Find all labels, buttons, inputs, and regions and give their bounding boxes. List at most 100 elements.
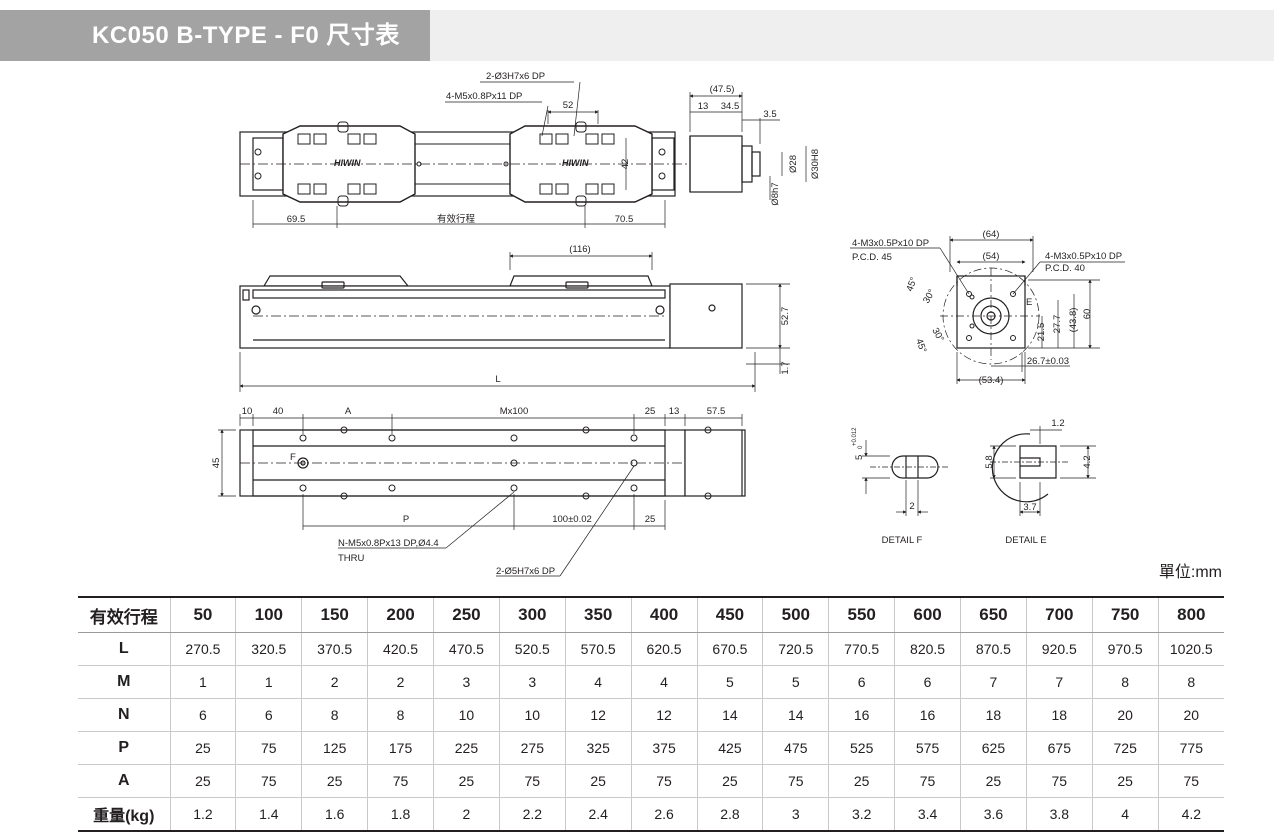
table-cell: 8 — [1091, 665, 1159, 699]
table-cell: 1 — [169, 665, 236, 699]
side-view — [239, 252, 790, 392]
callout-tap-top: 4-M5x0.8Px11 DP — [446, 91, 522, 102]
table-cell: 14 — [762, 698, 829, 732]
table-cell: 7 — [1025, 665, 1093, 699]
table-cell: 670.5 — [696, 632, 763, 666]
dim-5: 5 — [854, 455, 865, 460]
table-header-stroke: 50 — [169, 596, 236, 633]
table-cell: 75 — [1025, 764, 1093, 798]
table-cell: 725 — [1091, 731, 1159, 765]
table-cell: 2.2 — [498, 797, 566, 832]
table-header-stroke: 450 — [696, 596, 763, 633]
table-cell: 125 — [301, 731, 368, 765]
table-cell: 18 — [960, 698, 1027, 732]
table-cell: 920.5 — [1025, 632, 1093, 666]
top-view — [239, 81, 807, 228]
table-cell: 470.5 — [433, 632, 500, 666]
row-label: 重量(kg) — [78, 797, 170, 832]
dim-53-4: (53.4) — [979, 375, 1004, 386]
dim-60: 60 — [1082, 309, 1093, 320]
dim-43-8: (43.8) — [1068, 308, 1079, 333]
table-cell: 8 — [1157, 665, 1224, 699]
row-label: P — [78, 731, 170, 765]
table-cell: 16 — [828, 698, 895, 732]
bottom-view — [218, 414, 746, 577]
table-header-stroke: 600 — [894, 596, 961, 633]
dim-100: 100±0.02 — [552, 514, 592, 525]
callout-end-right-1: 4-M3x0.5Px10 DP — [1045, 251, 1122, 262]
table-cell: 575 — [894, 731, 961, 765]
table-cell: 25 — [960, 764, 1027, 798]
dim-25-bottom: 25 — [645, 514, 656, 525]
detail-e — [990, 426, 1096, 516]
row-label: N — [78, 698, 170, 732]
table-header-stroke: 150 — [301, 596, 368, 633]
table-header-stroke: 400 — [630, 596, 697, 633]
table-cell: 12 — [630, 698, 697, 732]
angle-30-top: 30° — [921, 287, 938, 305]
table-cell: 2 — [301, 665, 368, 699]
table-cell: 2 — [367, 665, 434, 699]
page-title: KC050 B-TYPE - F0 尺寸表 — [0, 10, 430, 61]
dim-10: 10 — [242, 406, 253, 417]
dim-21-5: 21.5 — [1036, 323, 1047, 342]
table-cell: 570.5 — [564, 632, 632, 666]
callout-pin-bottom: 2-Ø5H7x6 DP — [496, 566, 555, 577]
table-cell: 520.5 — [498, 632, 566, 666]
table-cell: 4 — [1091, 797, 1159, 832]
dim-70-5: 70.5 — [615, 214, 634, 225]
dim-34-5: 34.5 — [721, 101, 740, 112]
dim-64: (64) — [983, 229, 1000, 240]
dim-Mx100: Mx100 — [500, 406, 529, 417]
dim-5-8: 5.8 — [984, 455, 995, 468]
table-header-stroke: 350 — [564, 596, 632, 633]
table-cell: 6 — [894, 665, 961, 699]
callout-end-right-2: P.C.D. 40 — [1045, 263, 1085, 274]
table-cell: 18 — [1025, 698, 1093, 732]
dim-1-2: 1.2 — [1051, 418, 1064, 429]
dim-dia-30h8: Ø30H8 — [810, 149, 821, 179]
table-cell: 3.4 — [894, 797, 961, 832]
table-cell: 25 — [169, 764, 236, 798]
table-cell: 25 — [564, 764, 632, 798]
table-cell: 25 — [828, 764, 895, 798]
table-cell: 3 — [762, 797, 829, 832]
table-cell: 620.5 — [630, 632, 697, 666]
table-cell: 20 — [1157, 698, 1224, 732]
dim-3-5: 3.5 — [763, 109, 776, 120]
caption-detail-e: DETAIL E — [1005, 535, 1046, 546]
table-header-label: 有效行程 — [78, 596, 170, 633]
table-cell: 4 — [630, 665, 697, 699]
table-cell: 75 — [498, 764, 566, 798]
table-cell: 770.5 — [828, 632, 895, 666]
table-cell: 270.5 — [169, 632, 236, 666]
table-cell: 1020.5 — [1157, 632, 1224, 666]
tol-upper: +0.012 — [852, 427, 858, 446]
table-cell: 870.5 — [960, 632, 1027, 666]
table-cell: 10 — [433, 698, 500, 732]
table-cell: 2.6 — [630, 797, 697, 832]
dim-3-7: 3.7 — [1023, 502, 1036, 513]
table-cell: 14 — [696, 698, 763, 732]
dim-47-5: (47.5) — [710, 84, 735, 95]
dim-1-7: 1.7 — [780, 361, 791, 374]
table-cell: 970.5 — [1091, 632, 1159, 666]
table-cell: 25 — [433, 764, 500, 798]
table-cell: 325 — [564, 731, 632, 765]
dim-42: 42 — [620, 159, 631, 170]
dim-4-2: 4.2 — [1082, 455, 1093, 468]
table-cell: 1.4 — [235, 797, 302, 832]
table-cell: 675 — [1025, 731, 1093, 765]
table-cell: 775 — [1157, 731, 1224, 765]
table-header-stroke: 700 — [1025, 596, 1093, 633]
technical-drawing: 2-Ø3H7x6 DP 4-M5x0.8Px11 DP 52 42 69.5 有… — [211, 71, 1125, 577]
table-cell: 12 — [564, 698, 632, 732]
table-header-stroke: 650 — [960, 596, 1027, 633]
table-cell: 25 — [301, 764, 368, 798]
dim-L: L — [495, 374, 500, 385]
callout-end-left-1: 4-M3x0.5Px10 DP — [852, 238, 929, 249]
table-cell: 3 — [498, 665, 566, 699]
